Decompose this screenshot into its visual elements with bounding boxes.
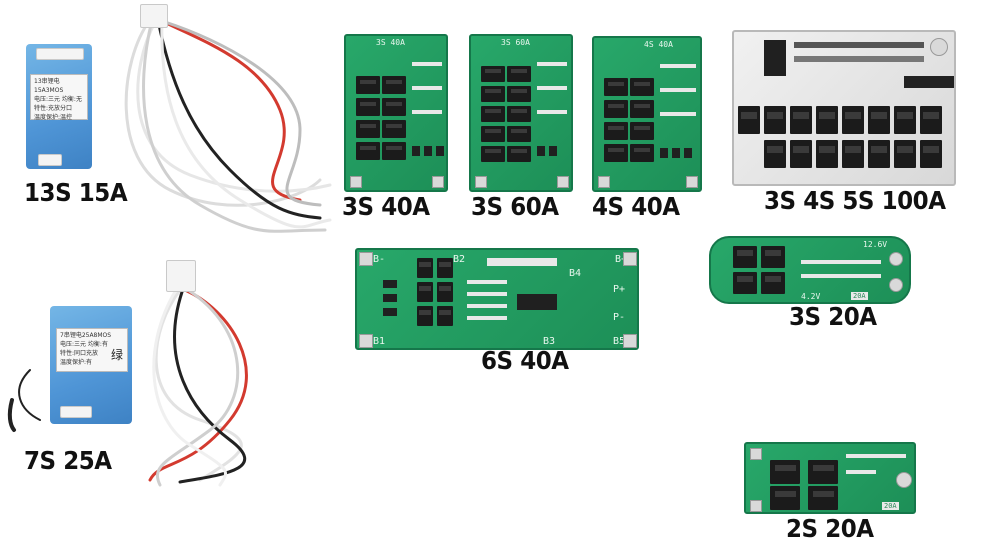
module-sticker: 13串锂电15A3MOS 电压:三元 均衡:无 特性:充放分口 温度保护:温控: [30, 74, 88, 121]
sticker-line: 电压:三元 均衡:无: [34, 96, 82, 103]
pad-label: B1: [373, 336, 386, 347]
silk-text: 3S 60A: [501, 38, 530, 47]
product-label: 3S 20A: [789, 302, 877, 331]
pcb-board: 3S 60A: [469, 34, 573, 192]
pcb-board: 4S 40A: [592, 36, 702, 192]
pcb-board: [732, 30, 956, 186]
product-label: 7S 25A: [24, 446, 112, 475]
wire-harness-image: [7, 288, 248, 487]
product-13s-15a: 13串锂电15A3MOS 电压:三元 均衡:无 特性:充放分口 温度保护:温控 …: [0, 0, 340, 240]
pcb-board: 12.6V 4.2V 20A: [709, 236, 911, 304]
pad-label: B+: [615, 254, 628, 265]
bms-module: 13串锂电15A3MOS 电压:三元 均衡:无 特性:充放分口 温度保护:温控: [26, 44, 92, 169]
product-label: 13S 15A: [24, 178, 128, 207]
sticker-line: 电压:三元 均衡:有: [60, 341, 108, 348]
sticker-line: 13串锂电15A3MOS: [34, 78, 64, 94]
sticker-line: 温度保护:有: [60, 359, 93, 366]
product-2s-20a: 20A 2S 20A: [740, 438, 920, 548]
module-port: [60, 406, 92, 418]
sticker-mark: 绿: [110, 348, 123, 362]
balance-connector: [166, 260, 196, 292]
product-7s-25a: 7串锂电25A8MOS 电压:三元 均衡:有 特性:同口充放 温度保护:有 绿 …: [0, 250, 280, 490]
pcb-board: 20A: [744, 442, 916, 514]
pad-label: B3: [543, 336, 556, 347]
bms-module: 7串锂电25A8MOS 电压:三元 均衡:有 特性:同口充放 温度保护:有 绿: [50, 306, 132, 424]
wire-harness-image: [124, 18, 332, 233]
sticker-line: 温度保护:温控: [34, 114, 73, 121]
product-3s-4s-5s-100a: 3S 4S 5S 100A: [728, 28, 960, 218]
product-label: 3S 4S 5S 100A: [764, 186, 946, 215]
module-port: [38, 154, 62, 166]
silk-text: 3S 40A: [376, 38, 405, 47]
product-label: 2S 20A: [786, 514, 874, 543]
product-label: 3S 60A: [471, 192, 559, 221]
module-sticker: 7串锂电25A8MOS 电压:三元 均衡:有 特性:同口充放 温度保护:有 绿: [56, 328, 128, 372]
product-6s-40a: B- B2 B4 B+ P+ P- B1 B3 B5 6S 40A: [345, 240, 645, 380]
pad-label: B4: [569, 268, 582, 279]
sticker-line: 7串锂电25A8MOS: [60, 332, 112, 339]
silk-text: 12.6V: [863, 240, 888, 249]
sticker-line: 特性:同口充放: [60, 350, 99, 357]
pad-label: B-: [373, 254, 386, 265]
product-label: 4S 40A: [592, 192, 680, 221]
pad-label: P+: [613, 284, 626, 295]
silk-text: 4S 40A: [644, 40, 673, 49]
sticker-line: 特性:充放分口: [34, 105, 73, 112]
pcb-board: B- B2 B4 B+ P+ P- B1 B3 B5: [355, 248, 639, 350]
current-tag: 20A: [851, 292, 868, 300]
pcb-board: 3S 40A: [344, 34, 448, 192]
pad-label: B5: [613, 336, 626, 347]
product-label: 3S 40A: [342, 192, 430, 221]
pad-label: B2: [453, 254, 466, 265]
product-3s-40a: 3S 40A 3S 40A: [340, 30, 455, 225]
pad-label: P-: [613, 312, 626, 323]
current-tag: 20A: [882, 502, 899, 510]
product-label: 6S 40A: [481, 346, 569, 375]
product-4s-40a: 4S 40A 4S 40A: [588, 30, 708, 225]
product-3s-20a: 12.6V 4.2V 20A 3S 20A: [705, 230, 915, 331]
module-port: [36, 48, 84, 60]
product-3s-60a: 3S 60A 3S 60A: [465, 30, 580, 225]
silk-text: 4.2V: [801, 292, 821, 301]
balance-connector: [140, 4, 168, 28]
